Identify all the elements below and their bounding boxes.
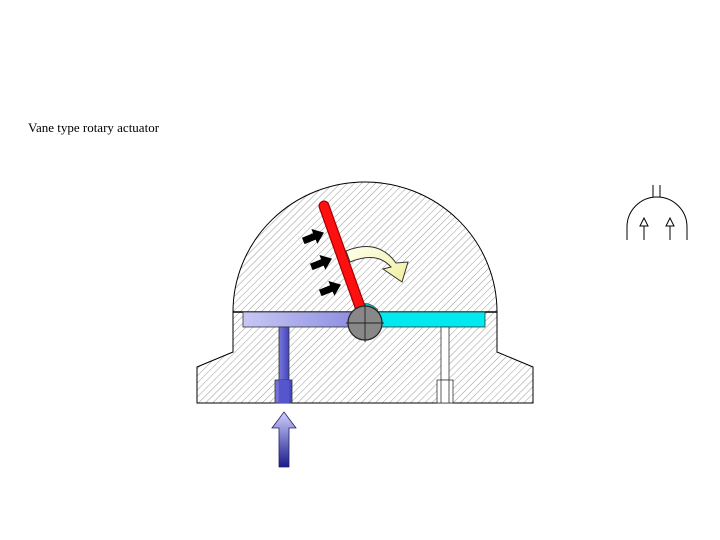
rotation-arrow: [345, 246, 409, 283]
force-arrows: [301, 228, 341, 297]
rotary-actuator-symbol: [626, 185, 688, 240]
diagram-title: Vane type rotary actuator: [28, 120, 160, 135]
pressure-channel: [242, 311, 366, 328]
inlet-arrow: [271, 411, 297, 468]
exhaust-channel: [364, 311, 486, 328]
